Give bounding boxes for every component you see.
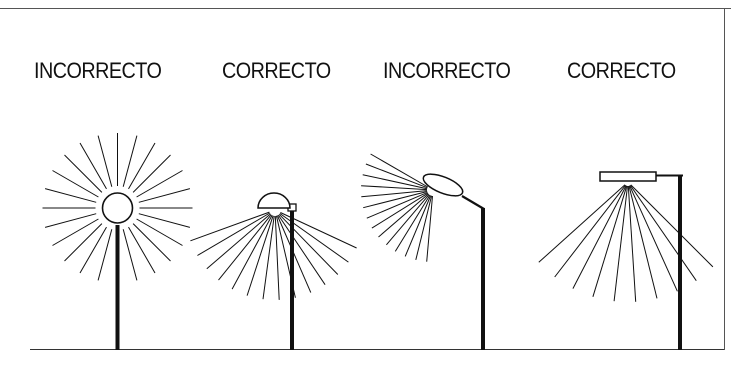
tilted-ray xyxy=(370,153,429,188)
label-incorrect-tilted: INCORRECTO xyxy=(383,58,511,83)
tilted-ray xyxy=(426,195,433,262)
globe-ray xyxy=(138,188,191,203)
dome-ray xyxy=(278,213,339,275)
flat-pole xyxy=(678,176,682,350)
tilted-streetlight-icon xyxy=(361,153,485,350)
globe-ray xyxy=(122,229,138,281)
globe-ray xyxy=(44,188,97,203)
flat-ray xyxy=(538,184,626,263)
globe-ray xyxy=(52,170,99,198)
tilted-arm xyxy=(461,195,485,210)
dome-ray xyxy=(277,214,326,285)
globe-ray xyxy=(122,135,138,187)
dome-ray xyxy=(246,215,274,296)
dome-ray xyxy=(218,214,272,281)
tilted-pole xyxy=(481,208,485,350)
label-correct-flat: CORRECTO xyxy=(567,58,676,83)
tilted-ray xyxy=(371,192,429,229)
tilted-ray xyxy=(361,190,428,198)
dome-ray xyxy=(231,215,273,290)
tilted-ray xyxy=(366,191,428,219)
dome-ray xyxy=(274,215,280,300)
dome-ray xyxy=(190,211,270,242)
label-correct-dome: CORRECTO xyxy=(222,58,331,83)
flat-light-rays xyxy=(538,184,714,302)
tilted-ray xyxy=(415,195,433,261)
tilted-ray xyxy=(361,185,428,191)
tilted-light-rays xyxy=(361,153,433,262)
dome-lamp xyxy=(257,192,291,209)
globe-ray xyxy=(128,142,156,190)
globe-ray xyxy=(132,154,171,193)
globe-ray xyxy=(44,213,97,228)
globe-ray xyxy=(132,223,171,262)
globe-ray xyxy=(97,135,113,187)
flat-lamp xyxy=(599,171,657,182)
flat-ray xyxy=(627,185,637,302)
globe-lamp xyxy=(101,192,134,224)
dome-pole xyxy=(290,208,294,350)
globe-ray xyxy=(64,223,103,262)
globe-ray xyxy=(128,226,156,274)
dome-light-rays xyxy=(190,211,357,300)
flat-ray xyxy=(628,185,658,299)
globe-ray xyxy=(136,170,183,198)
tilted-ray xyxy=(363,191,428,209)
tilted-ray xyxy=(378,193,429,238)
globe-ray xyxy=(79,226,107,274)
globe-ray xyxy=(79,142,107,190)
flat-ray xyxy=(572,185,627,289)
globe-ray xyxy=(64,154,103,193)
tilted-ray xyxy=(386,194,430,246)
globe-ray xyxy=(138,213,191,228)
flat-ray xyxy=(592,185,628,297)
tilted-ray xyxy=(362,174,428,190)
flat-ray xyxy=(630,184,714,268)
dome-ray xyxy=(197,212,271,256)
flat-ray xyxy=(629,185,678,292)
dome-ray xyxy=(206,213,271,270)
globe-streetlight-icon xyxy=(42,133,193,350)
globe-ray xyxy=(52,218,99,246)
tilted-ray xyxy=(365,163,428,189)
label-incorrect-globe: INCORRECTO xyxy=(34,58,162,83)
tilted-lamp xyxy=(422,173,464,197)
globe-ray xyxy=(136,218,183,246)
flat-ray xyxy=(554,184,626,278)
flat-ray xyxy=(613,185,628,302)
tilted-ray xyxy=(394,194,431,252)
flat-streetlight-icon xyxy=(538,171,714,350)
globe-ray xyxy=(97,229,113,281)
dome-ray xyxy=(276,215,312,293)
tilted-ray xyxy=(404,195,432,257)
globe-pole xyxy=(115,225,120,350)
dome-ray xyxy=(262,215,275,300)
flat-ray xyxy=(629,185,697,281)
dome-streetlight-icon xyxy=(190,192,357,350)
